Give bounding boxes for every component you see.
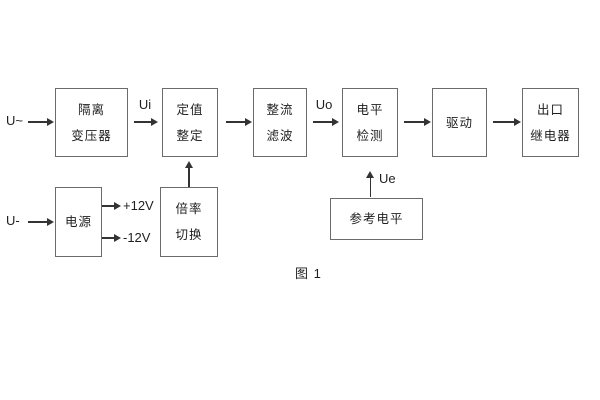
arrow-pos-12v-icon	[102, 202, 121, 209]
label-ui-signal: Ui	[138, 97, 152, 112]
block-rectifier-filter-line2: 滤波	[266, 128, 294, 143]
arrow-setpoint-to-rectifier-icon	[226, 118, 252, 125]
arrow-level-to-driver-icon	[404, 118, 431, 125]
arrow-dc-input-icon	[28, 218, 54, 225]
block-driver-line1: 驱动	[445, 115, 473, 130]
block-ratio-switch-line1: 倍率	[175, 202, 203, 216]
block-setpoint-setting: 定值 整定	[162, 88, 218, 157]
label-uo-signal: Uo	[315, 97, 333, 112]
block-power-supply: 电源	[55, 187, 102, 257]
figure-caption: 图 1	[295, 266, 322, 281]
block-ratio-switch-line2: 切换	[175, 228, 203, 242]
arrow-ac-input-icon	[28, 118, 54, 125]
label-neg-12v: -12V	[123, 230, 151, 245]
block-level-detection-line1: 电平	[356, 102, 384, 117]
block-ratio-switch: 倍率 切换	[160, 187, 218, 257]
block-reference-level-line1: 参考电平	[349, 212, 404, 226]
block-output-relay-line2: 继电器	[530, 128, 571, 143]
label-dc-input: U-	[6, 213, 20, 228]
block-setpoint-setting-line2: 整定	[176, 128, 204, 143]
block-isolation-transformer: 隔离 变压器	[55, 88, 128, 157]
arrow-rectifier-to-level-icon	[313, 118, 339, 125]
arrow-reference-to-level-icon	[367, 171, 374, 197]
block-power-supply-line1: 电源	[64, 215, 92, 229]
block-rectifier-filter: 整流 滤波	[253, 88, 307, 157]
block-rectifier-filter-line1: 整流	[266, 102, 294, 117]
block-output-relay-line1: 出口	[536, 102, 564, 117]
label-ac-input: U~	[6, 113, 23, 128]
block-level-detection-line2: 检测	[356, 128, 384, 143]
block-level-detection: 电平 检测	[342, 88, 398, 157]
block-output-relay: 出口 继电器	[522, 88, 579, 157]
arrow-transformer-to-setpoint-icon	[134, 118, 158, 125]
arrow-neg-12v-icon	[102, 234, 121, 241]
label-pos-12v: +12V	[123, 198, 154, 213]
block-reference-level: 参考电平	[330, 198, 423, 240]
block-setpoint-setting-line1: 定值	[176, 102, 204, 117]
arrow-driver-to-relay-icon	[493, 118, 521, 125]
block-isolation-transformer-line2: 变压器	[71, 128, 112, 143]
arrow-ratio-to-setpoint-icon	[185, 161, 192, 187]
block-driver: 驱动	[432, 88, 487, 157]
label-ue-signal: Ue	[379, 171, 396, 186]
block-isolation-transformer-line1: 隔离	[77, 102, 105, 117]
